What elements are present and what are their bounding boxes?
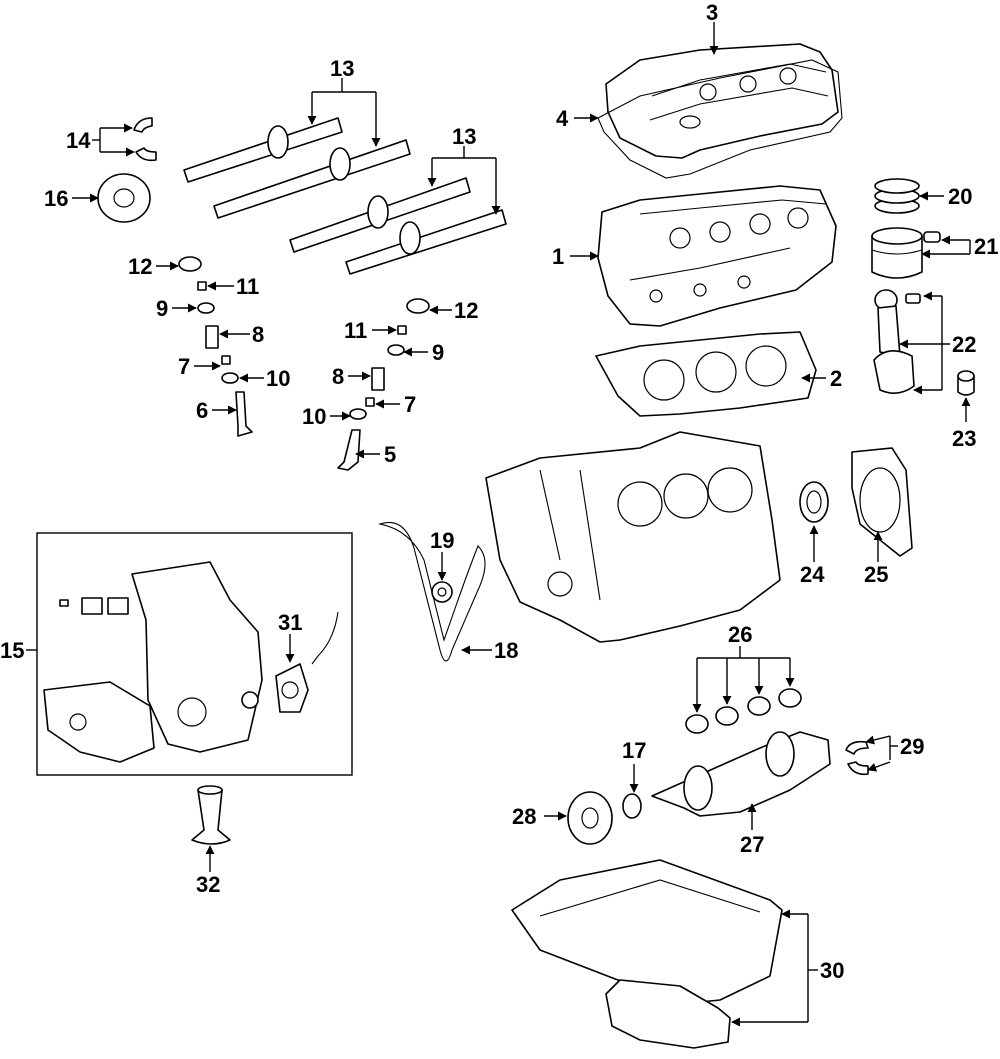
callout-13b: 13 (452, 124, 476, 149)
callout-18: 18 (494, 638, 518, 663)
callout-24: 24 (800, 562, 825, 587)
callout-21: 21 (974, 234, 998, 259)
timing-cover-group-box (36, 532, 353, 776)
callout-6: 6 (196, 398, 208, 423)
callout-32: 32 (196, 872, 220, 897)
crankshaft-part[interactable] (651, 731, 831, 817)
callout-11a: 11 (236, 274, 259, 299)
piston-part[interactable] (871, 227, 941, 279)
callout-4: 4 (556, 106, 569, 131)
callout-23: 23 (952, 426, 976, 451)
callout-8a: 8 (252, 322, 264, 347)
cam-sprocket-part[interactable] (97, 173, 151, 223)
chain-tensioner-part[interactable] (431, 581, 453, 603)
timing-cover-part[interactable] (131, 561, 263, 753)
head-gasket-part[interactable] (595, 331, 817, 417)
callout-2: 2 (830, 366, 842, 391)
callout-31: 31 (278, 610, 302, 635)
rod-bearing-part[interactable] (957, 370, 975, 396)
crank-sprocket-part[interactable] (622, 793, 642, 819)
callout-9a: 9 (156, 296, 168, 321)
callout-16: 16 (44, 186, 68, 211)
camshaft-bearing-part[interactable] (133, 117, 157, 162)
callout-20: 20 (948, 184, 972, 209)
callout-12a: 12 (128, 254, 152, 279)
callout-28: 28 (512, 804, 536, 829)
callout-15: 15 (0, 638, 24, 663)
valve-cover-gasket-part[interactable] (597, 59, 843, 179)
callout-7a: 7 (178, 354, 190, 379)
piston-rings-part[interactable] (874, 178, 920, 214)
callout-9b: 9 (432, 340, 444, 365)
valve-cover-part[interactable] (605, 43, 839, 159)
callout-5: 5 (384, 442, 396, 467)
oil-pan-upper-part[interactable] (511, 859, 783, 1005)
seal-retainer-part[interactable] (851, 447, 913, 557)
oil-pump-part[interactable] (275, 663, 309, 713)
callout-11b: 11 (344, 318, 367, 343)
main-bearings-part[interactable] (685, 688, 802, 734)
callout-30: 30 (820, 958, 844, 983)
valvetrain-left-group[interactable] (178, 256, 253, 437)
callout-14: 14 (66, 128, 91, 153)
callout-10a: 10 (266, 366, 290, 391)
connecting-rod-part[interactable] (873, 289, 921, 394)
callout-8b: 8 (332, 364, 344, 389)
thrust-washer-part[interactable] (845, 740, 869, 776)
callout-17: 17 (622, 738, 646, 763)
oil-pickup-part[interactable] (191, 785, 231, 845)
callout-27: 27 (740, 832, 764, 857)
cylinder-head-part[interactable] (597, 185, 837, 327)
oil-pan-lower-part[interactable] (605, 979, 731, 1049)
crank-pulley-part[interactable] (567, 791, 613, 845)
rear-main-seal-part[interactable] (799, 481, 829, 523)
callout-22: 22 (952, 332, 976, 357)
callout-19: 19 (430, 528, 454, 553)
callout-29: 29 (900, 734, 924, 759)
callout-3: 3 (706, 0, 718, 25)
water-pump-part[interactable] (43, 681, 155, 763)
callout-25: 25 (864, 562, 888, 587)
callout-26: 26 (728, 622, 752, 647)
timing-chain-part[interactable] (377, 521, 486, 662)
camshaft-part[interactable] (183, 117, 507, 275)
callout-10b: 10 (302, 404, 326, 429)
callout-13a: 13 (330, 56, 354, 81)
callout-12b: 12 (454, 298, 478, 323)
callout-7b: 7 (404, 392, 416, 417)
engine-block-part[interactable] (485, 431, 781, 643)
timing-cover-small-parts[interactable] (59, 597, 339, 709)
callout-1: 1 (552, 244, 564, 269)
